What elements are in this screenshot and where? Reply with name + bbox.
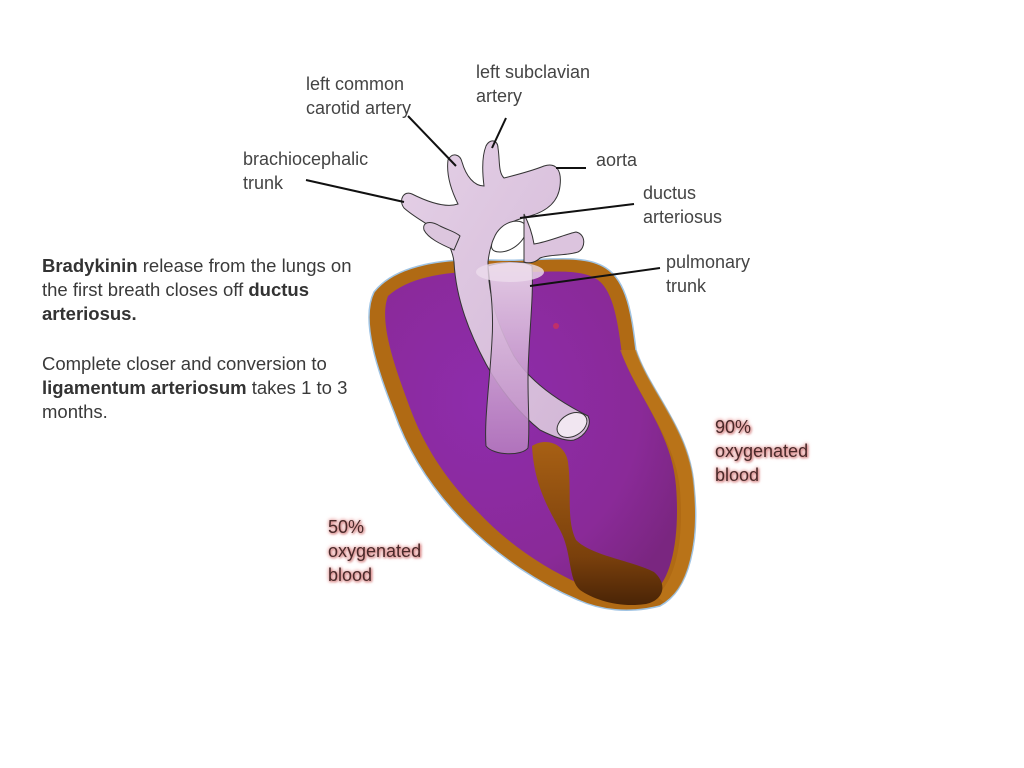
label-aorta: aorta bbox=[596, 150, 638, 170]
ductus-arteriosus-vessel bbox=[523, 213, 585, 264]
oxygenation-right: 90% oxygenated blood bbox=[715, 417, 809, 485]
aorta-lower-branch bbox=[423, 222, 461, 251]
note-ligamentum-arteriosum: Complete closer and conversion to ligame… bbox=[42, 353, 348, 422]
chamber-mark bbox=[553, 323, 559, 329]
interventricular-septum bbox=[532, 441, 663, 606]
notes-ductus-closure: Bradykinin release from the lungs on the… bbox=[42, 254, 372, 326]
heart-wall-shade bbox=[620, 350, 695, 602]
leader-left-common-carotid bbox=[407, 115, 457, 167]
note-bradykinin: Bradykinin release from the lungs on the… bbox=[42, 255, 352, 324]
aortic-arch-gap bbox=[491, 220, 527, 253]
oxygenation-left: 50% oxygenated blood bbox=[328, 517, 422, 585]
aorta-cut-end bbox=[556, 412, 588, 438]
heart-chamber bbox=[385, 271, 678, 595]
label-brachiocephalic: brachiocephalic trunk bbox=[243, 149, 369, 193]
leader-ductus-arteriosus bbox=[519, 203, 635, 219]
leader-brachiocephalic bbox=[305, 179, 405, 203]
leader-left-subclavian bbox=[491, 117, 507, 149]
aorta-vessel bbox=[401, 140, 590, 441]
notes-ligamentum: Complete closer and conversion to ligame… bbox=[42, 352, 372, 424]
label-left-subclavian: left subclavian artery bbox=[476, 62, 591, 106]
label-left-common-carotid: left common carotid artery bbox=[306, 74, 412, 118]
label-pulmonary-trunk: pulmonary trunk bbox=[666, 252, 751, 296]
leader-pulmonary-trunk bbox=[529, 267, 661, 287]
label-ductus-arteriosus: ductus arteriosus bbox=[643, 183, 723, 227]
pulmonary-trunk-opening bbox=[476, 262, 544, 282]
pulmonary-trunk-vessel bbox=[485, 261, 533, 455]
